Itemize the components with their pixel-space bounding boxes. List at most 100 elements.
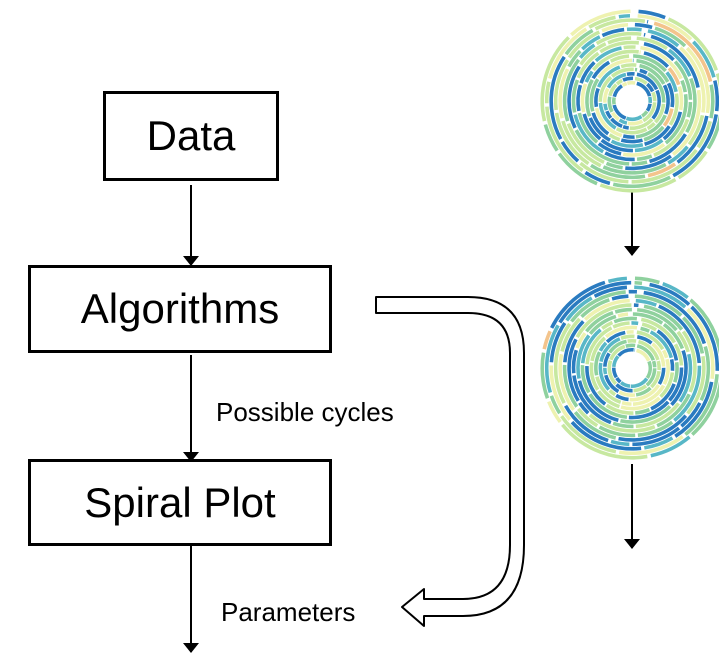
spiral-segment: [625, 154, 672, 171]
spiral-segment: [656, 393, 691, 428]
spiral-segment: [610, 67, 634, 78]
spiral-segment: [612, 321, 630, 329]
spiral-segment: [589, 78, 600, 112]
spiral-segment: [570, 9, 631, 37]
spiral-segment: [641, 322, 658, 332]
spiral-segment: [656, 360, 661, 371]
spiral-segment: [618, 414, 688, 442]
spiral-plot-box: Spiral Plot: [28, 459, 332, 546]
spiral-segment: [621, 400, 632, 406]
spiral-segment: [607, 360, 618, 386]
spiral-segment: [681, 330, 697, 393]
spiral-segment: [562, 58, 581, 122]
spiral-segment: [631, 148, 698, 184]
spiral-segment: [583, 298, 630, 321]
spiral-segment: [598, 362, 611, 391]
spiral-segment: [576, 334, 591, 379]
spiral-segment: [575, 332, 587, 349]
spiral-segment: [640, 326, 650, 333]
spiral-segment: [645, 360, 653, 379]
spiral-segment: [553, 322, 572, 404]
spiral-segment: [564, 28, 594, 56]
spiral-segment: [545, 106, 584, 172]
spiral-segment: [565, 296, 593, 322]
spiral-segment: [571, 349, 579, 374]
spiral-segment: [672, 114, 718, 178]
spiral-segment: [544, 81, 551, 104]
spiral-segment: [579, 61, 596, 84]
spiral-segment: [610, 117, 623, 128]
spiral-segment: [599, 177, 677, 193]
spiral-segment: [598, 102, 617, 130]
spiral-segment: [676, 330, 690, 353]
spiral-segment: [653, 103, 666, 124]
spiral-segment: [643, 125, 665, 142]
spiral-segment: [625, 343, 636, 348]
spiral-segment: [677, 86, 684, 111]
spiral-segment: [630, 377, 649, 388]
spiral-segment: [691, 380, 719, 436]
spiral-segment: [590, 163, 646, 180]
spiral-segment: [598, 75, 613, 102]
spiral-segment: [595, 31, 642, 46]
spiral-segment: [604, 151, 635, 162]
spiral-segment: [639, 63, 666, 85]
spiral-segment: [570, 420, 642, 451]
spiral-segment: [584, 70, 594, 83]
spiral-segment: [607, 96, 614, 113]
spiral-segment: [571, 79, 580, 113]
spiral-segment: [656, 329, 679, 361]
spiral-segment: [567, 30, 601, 59]
spiral-segment: [591, 49, 639, 72]
spiral-segment: [609, 54, 630, 63]
spiral-segment: [573, 411, 617, 440]
spiral-segment: [613, 316, 638, 324]
spiral-segment: [666, 82, 675, 108]
spiral-segment: [667, 66, 681, 86]
spiral-segment: [615, 393, 629, 402]
spiral-segment: [673, 60, 693, 100]
spiral-segment: [637, 420, 674, 437]
spiral-segment: [662, 111, 683, 141]
spiral-segment: [651, 89, 661, 120]
spiral-segment: [576, 407, 599, 428]
spiral-segment: [617, 348, 634, 358]
spiral-segment: [553, 59, 570, 111]
spiral-segment: [667, 48, 692, 77]
spiral-segment: [680, 79, 688, 93]
possible-cycles-label: Possible cycles: [216, 397, 394, 427]
spiral-plot-image-2: [540, 276, 719, 460]
spiral-segment: [645, 368, 657, 387]
spiral-segment: [636, 335, 653, 345]
spiral-segment: [585, 326, 613, 365]
spiral-segment: [643, 51, 670, 69]
spiral-segment: [626, 80, 636, 86]
spiral-segment: [626, 27, 642, 32]
spiral-segment: [567, 49, 582, 68]
spiral-segment: [598, 425, 636, 438]
spiral-segment: [661, 349, 669, 359]
spiral-segment: [643, 304, 684, 331]
spiral-segment: [647, 162, 677, 178]
spiral-segment: [620, 63, 637, 69]
spiral-segment: [615, 78, 624, 86]
spiral-segment: [547, 27, 588, 79]
spiral-segment: [637, 339, 660, 361]
spiral-segment: [601, 320, 614, 330]
spiral-segment: [635, 348, 651, 362]
spiral-segment: [549, 55, 566, 140]
data-box: Data: [103, 91, 279, 181]
spiral-segment: [677, 150, 708, 180]
spiral-segment: [618, 435, 684, 456]
spiral-segment: [628, 400, 670, 420]
spiral-segment: [605, 161, 623, 170]
spiral-segment: [610, 139, 644, 148]
spiral-segment: [615, 383, 633, 393]
spiral-segment: [563, 320, 585, 363]
spiral-segment: [636, 36, 668, 51]
spiral-segment: [567, 65, 581, 129]
spiral-segment: [648, 133, 687, 164]
spiral-segment: [575, 303, 632, 338]
spiral-segment: [651, 342, 666, 367]
spiral-segment: [686, 355, 706, 415]
